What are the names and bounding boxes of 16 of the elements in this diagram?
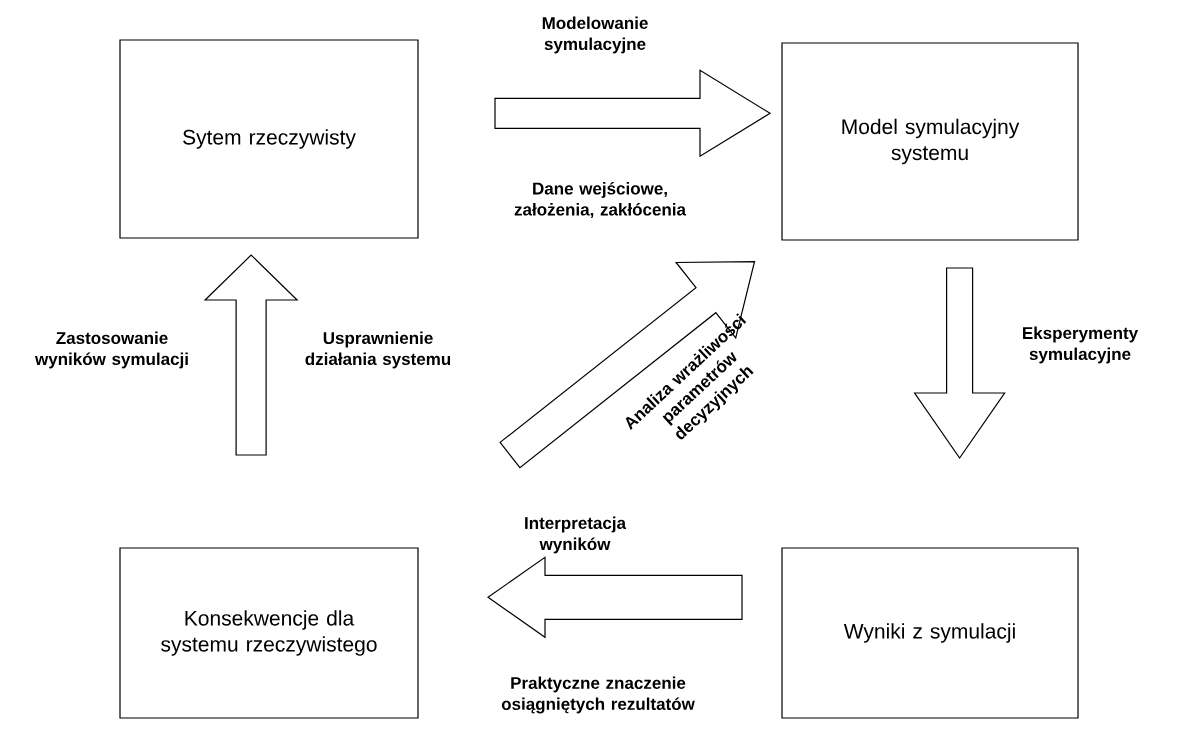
edge-label: Zastosowanie wyników symulacji	[34, 331, 188, 369]
edge-label: Modelowanie symulacyjne	[542, 16, 648, 54]
process-box: Wyniki z symulacji	[781, 547, 1079, 719]
process-box: Model symulacyjny systemu	[781, 42, 1079, 241]
process-box: Sytem rzeczywisty	[119, 39, 419, 239]
block-arrow	[499, 261, 756, 469]
block-arrow	[203, 254, 299, 456]
arrow-label: Praktyczne znaczenie osiągniętych rezultatów	[501, 676, 695, 714]
edge-label: Interpretacja wyników	[525, 516, 627, 554]
block-arrow	[494, 69, 772, 158]
arrow-label: Dane wejściowe, założenia, zakłócenia	[514, 181, 687, 219]
process-box: Konsekwencje dla systemu rzeczywistego	[119, 547, 419, 719]
block-arrow	[486, 556, 743, 639]
arrow-label: Usprawnienie działania systemu	[305, 331, 451, 369]
edge-label: Eksperymenty symulacyjne	[1023, 326, 1138, 364]
block-arrow	[913, 267, 1006, 460]
